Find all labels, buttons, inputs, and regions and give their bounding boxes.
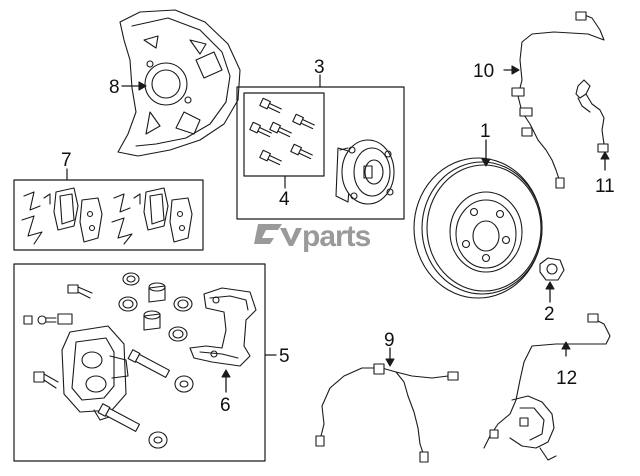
- wear-sensor-icon[interactable]: [575, 79, 609, 153]
- caliper-assembly-icon[interactable]: [23, 272, 194, 449]
- callout-6: 6: [220, 395, 231, 416]
- watermark-text: parts: [302, 220, 371, 253]
- abs-sensor-icon[interactable]: [511, 11, 605, 189]
- logo-mark-icon: [254, 224, 282, 244]
- callout-9: 9: [384, 330, 395, 351]
- splash-shield-icon[interactable]: [117, 9, 241, 157]
- callout-1: 1: [480, 121, 491, 142]
- leader-arrow-9: [385, 358, 395, 367]
- lock-nut-icon[interactable]: [539, 257, 565, 281]
- callout-2: 2: [544, 304, 555, 325]
- callout-4: 4: [279, 189, 290, 210]
- callout-10: 10: [473, 61, 494, 82]
- brake-pads-icon[interactable]: [21, 187, 193, 245]
- callout-3: 3: [314, 57, 325, 78]
- wire-harness-icon[interactable]: [483, 313, 611, 461]
- callout-5: 5: [279, 346, 290, 367]
- callout-11: 11: [595, 176, 615, 197]
- leader-arrow-8: [138, 81, 147, 91]
- leader-arrow-10: [511, 65, 520, 75]
- group-box-7: [13, 179, 204, 251]
- brake-rotor-icon[interactable]: [413, 157, 543, 299]
- callout-7: 7: [61, 150, 72, 171]
- group-box-4: [243, 92, 325, 177]
- leader-arrow-12: [561, 341, 571, 350]
- caliper-bracket-icon[interactable]: [189, 287, 257, 367]
- leader-arrow-6: [221, 369, 231, 378]
- watermark-logo: parts: [254, 220, 372, 253]
- leader-arrow-11: [600, 151, 610, 160]
- group-box-5: [13, 263, 266, 462]
- brake-hose-icon[interactable]: [315, 363, 459, 463]
- leader-arrow-2: [545, 281, 555, 290]
- callout-8: 8: [109, 77, 120, 98]
- leader-arrow-1: [481, 158, 491, 167]
- hub-bolts-icon[interactable]: [249, 97, 315, 166]
- hub-bearing-kit-icon[interactable]: [335, 139, 395, 205]
- callout-12: 12: [556, 368, 577, 389]
